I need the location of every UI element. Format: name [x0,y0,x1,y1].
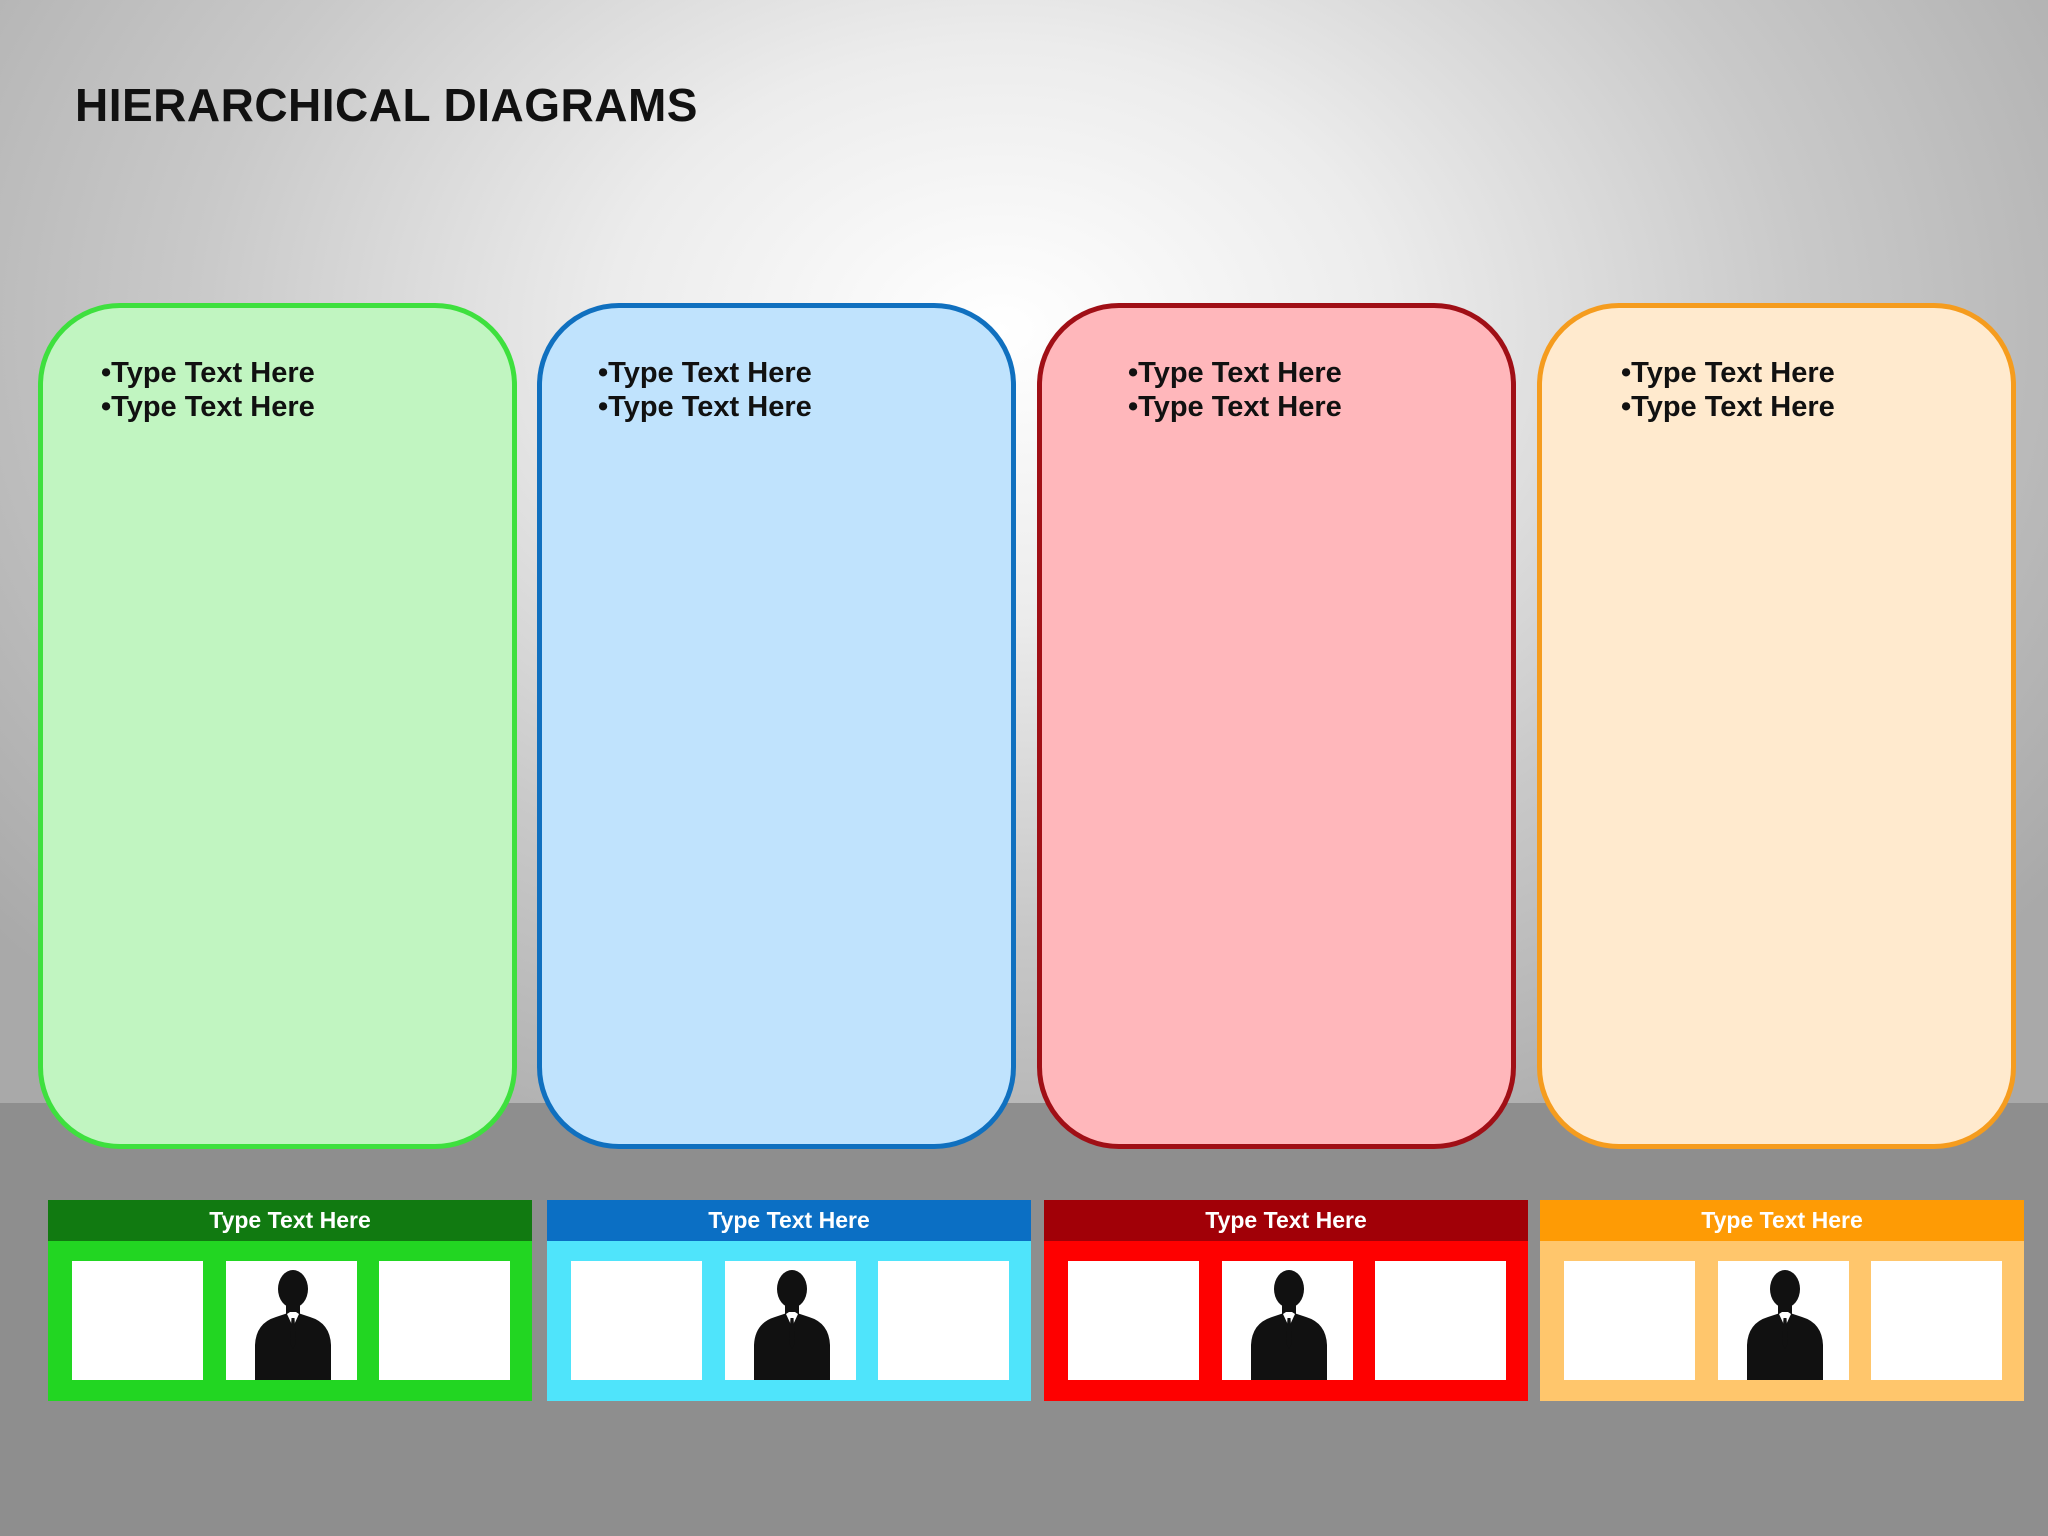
column-card-green: •Type Text Here •Type Text Here [38,303,517,1149]
image-placeholder-center [1718,1261,1849,1380]
card-bullet: •Type Text Here [101,391,315,423]
panel-header: Type Text Here [48,1200,532,1241]
image-placeholder-left [1068,1261,1199,1380]
card-bullet: •Type Text Here [598,357,812,389]
panel-body [547,1241,1031,1401]
image-placeholder-left [571,1261,702,1380]
person-silhouette-icon [1718,1261,1849,1380]
image-placeholder-left [1564,1261,1695,1380]
panel-body [48,1241,532,1401]
panel-header: Type Text Here [547,1200,1031,1241]
person-silhouette-icon [226,1261,357,1380]
column-card-orange: •Type Text Here •Type Text Here [1537,303,2016,1149]
image-placeholder-left [72,1261,203,1380]
footer-panel-red: Type Text Here [1044,1200,1528,1401]
image-placeholder-center [1222,1261,1353,1380]
card-bullet: •Type Text Here [598,391,812,423]
image-placeholder-right [878,1261,1009,1380]
card-bullet: •Type Text Here [1128,357,1342,389]
person-silhouette-icon [725,1261,856,1380]
panel-header: Type Text Here [1540,1200,2024,1241]
card-bullet: •Type Text Here [101,357,315,389]
card-bullet: •Type Text Here [1128,391,1342,423]
column-card-blue: •Type Text Here •Type Text Here [537,303,1016,1149]
image-placeholder-center [226,1261,357,1380]
panel-body [1540,1241,2024,1401]
panel-body [1044,1241,1528,1401]
card-bullet: •Type Text Here [1621,357,1835,389]
image-placeholder-right [1375,1261,1506,1380]
footer-panel-orange: Type Text Here [1540,1200,2024,1401]
page-title: HIERARCHICAL DIAGRAMS [75,79,698,131]
person-silhouette-icon [1222,1261,1353,1380]
footer-panel-green: Type Text Here [48,1200,532,1401]
image-placeholder-right [379,1261,510,1380]
image-placeholder-center [725,1261,856,1380]
footer-panel-blue: Type Text Here [547,1200,1031,1401]
image-placeholder-right [1871,1261,2002,1380]
column-card-red: •Type Text Here •Type Text Here [1037,303,1516,1149]
card-bullet: •Type Text Here [1621,391,1835,423]
panel-header: Type Text Here [1044,1200,1528,1241]
